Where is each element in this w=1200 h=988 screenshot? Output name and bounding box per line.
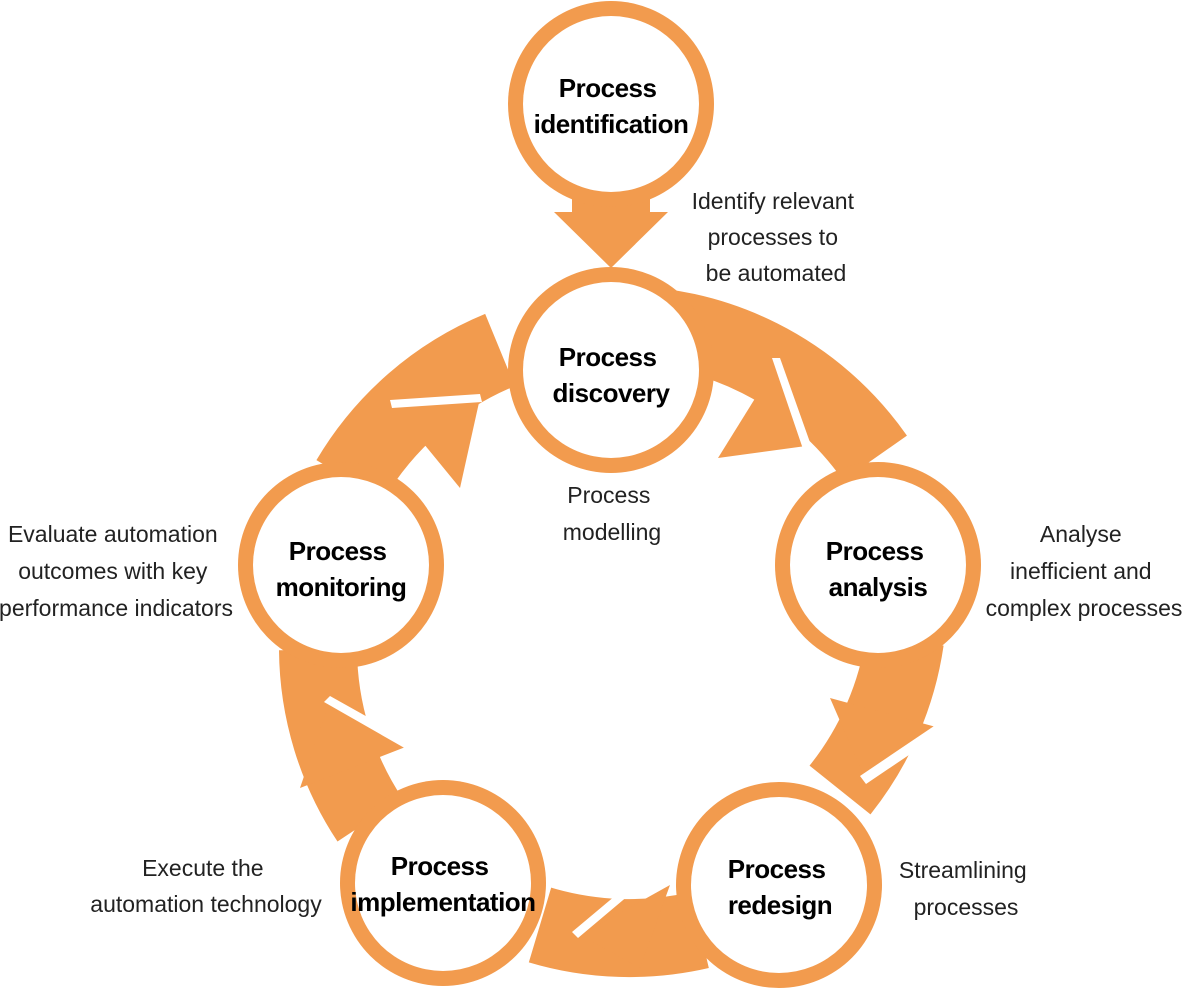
description-identification: Identify relevant processes to be automa…	[692, 188, 861, 286]
node-center	[253, 477, 429, 653]
node-title: Process identification	[534, 73, 689, 139]
arrowhead-to-monitoring	[300, 700, 408, 788]
node-center	[523, 16, 699, 192]
arrowhead-to-discovery	[392, 398, 480, 488]
node-title: Process discovery	[553, 342, 671, 408]
description-discovery: Process modelling	[563, 482, 661, 545]
arrow-identification-to-discovery	[554, 190, 668, 268]
node-center	[691, 797, 867, 973]
notch	[860, 722, 946, 784]
node-center	[523, 282, 699, 458]
notch	[772, 358, 812, 452]
node-center	[355, 795, 531, 971]
node-identification: Process identification	[508, 1, 714, 207]
node-implementation: Process implementation	[340, 780, 546, 986]
node-title: Process redesign	[728, 854, 832, 920]
notch	[390, 394, 482, 408]
description-redesign: Streamlining processes	[899, 857, 1033, 920]
node-monitoring: Process monitoring	[238, 462, 444, 668]
description-monitoring: Evaluate automation outcomes with key pe…	[0, 521, 233, 621]
arrowhead-to-redesign	[830, 698, 936, 776]
node-title: Process implementation	[350, 851, 535, 917]
description-analysis: Analyse inefficient and complex processe…	[986, 521, 1183, 621]
node-center	[790, 477, 966, 653]
notch	[572, 880, 642, 938]
node-redesign: Process redesign	[676, 782, 882, 988]
description-implementation: Execute the automation technology	[90, 855, 322, 917]
node-title: Process analysis	[826, 536, 930, 602]
arrowhead-to-implementation	[580, 885, 670, 968]
notch	[324, 696, 412, 750]
node-title: Process monitoring	[276, 536, 407, 602]
node-analysis: Process analysis	[775, 462, 981, 668]
node-discovery: Process discovery	[508, 267, 714, 473]
arrowhead-to-analysis	[718, 368, 806, 458]
